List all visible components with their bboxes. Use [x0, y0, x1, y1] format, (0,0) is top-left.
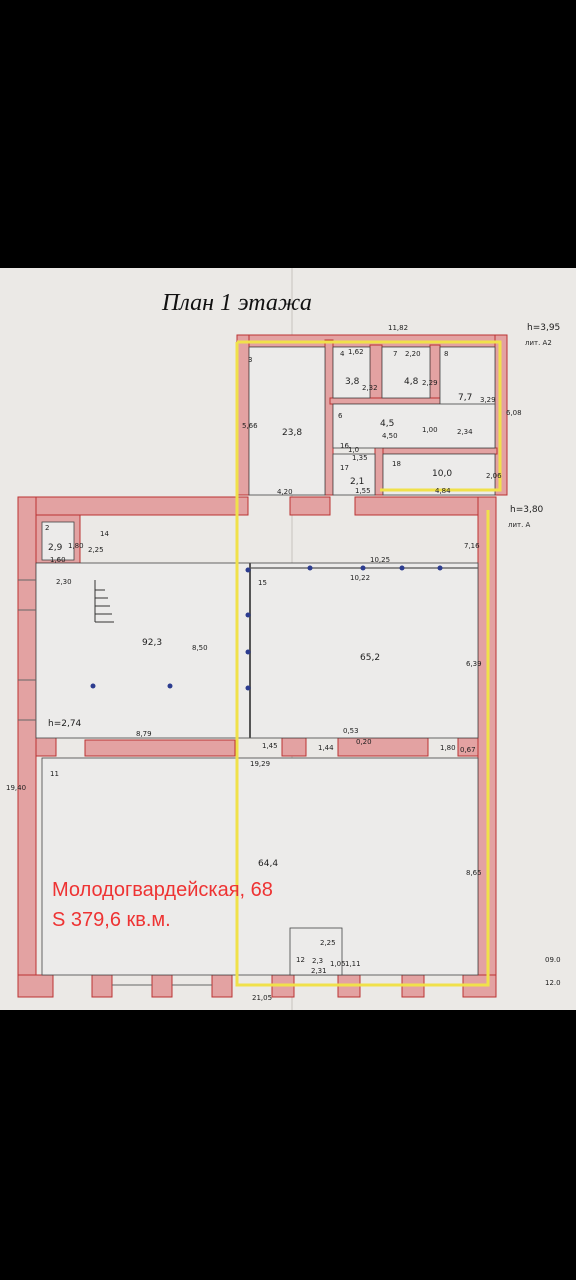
dimension-label: 2,34	[457, 428, 473, 436]
room-number: 2	[45, 524, 49, 532]
dimension-label: 1,80	[68, 542, 84, 550]
dimensions: 11,82 1,62 2,32 2,20 2,29 3,29 6,08 5,66…	[6, 324, 522, 1002]
dimension-label: 8,79	[136, 730, 152, 738]
dimension-label: 1,45	[262, 742, 278, 750]
room-number: 16	[340, 442, 349, 450]
dimension-label: 1,00	[422, 426, 438, 434]
dimension-label: 2,06	[486, 472, 502, 480]
dimension-label: 10,25	[370, 556, 390, 564]
dimension-label: 4,20	[277, 488, 293, 496]
dimension-label: 11,82	[388, 324, 408, 332]
room-area: 1,0	[348, 446, 359, 454]
dimension-label: 1,44	[318, 744, 334, 752]
dimension-label: 1,35	[352, 454, 368, 462]
dimension-label: 7,16	[464, 542, 480, 550]
dimension-label: 2,20	[405, 350, 421, 358]
room-area: 3,8	[345, 377, 360, 387]
dimension-label: 1,80	[440, 744, 456, 752]
dimension-label: 1,05	[330, 960, 346, 968]
room-number: 3	[248, 356, 252, 364]
margin-mark: 09.0	[545, 956, 561, 964]
plan-title: План 1 этажа	[161, 290, 312, 316]
stair-icon	[94, 580, 114, 623]
dimension-label: 2,30	[56, 578, 72, 586]
room-area: 23,8	[282, 428, 302, 438]
height-inner: h=2,74	[48, 719, 82, 729]
dimension-label: 1,60	[50, 556, 66, 564]
room-number: 12	[296, 956, 305, 964]
room-area: 2,1	[350, 477, 364, 487]
room-number: 17	[340, 464, 349, 472]
room-area: 4,8	[404, 377, 419, 387]
room-area: 2,9	[48, 543, 63, 553]
dimension-label: 10,22	[350, 574, 370, 582]
rental-outline	[235, 340, 502, 987]
room-area: 64,4	[258, 859, 278, 869]
room-labels: 2 2,9 3 23,8 4 3,8 7 4,8 8 7,7 6 4,5 16 …	[45, 350, 472, 965]
lit-a2: лит. А2	[525, 339, 552, 347]
room-number: 6	[338, 412, 343, 420]
height-a2: h=3,95	[527, 323, 560, 333]
room-number: 8	[444, 350, 448, 358]
dimension-label: 4,84	[435, 487, 451, 495]
room-number: 4	[340, 350, 345, 358]
dimension-label: 2,25	[88, 546, 104, 554]
room-number: 11	[50, 770, 59, 778]
dimension-label: 1,11	[345, 960, 361, 968]
dimension-label: 4,50	[382, 432, 398, 440]
dimension-label: 3,29	[480, 396, 496, 404]
room-number: 15	[258, 579, 267, 587]
walls	[17, 334, 508, 998]
dimension-label: 2,31	[311, 967, 327, 975]
room-area: 10,0	[432, 469, 452, 479]
dimension-label: 2,25	[320, 939, 336, 947]
dimension-label: 1,62	[348, 348, 364, 356]
dimension-label: 21,05	[252, 994, 272, 1002]
dimension-label: 1,55	[355, 487, 371, 495]
dimension-label: 19,40	[6, 784, 26, 792]
room-number: 18	[392, 460, 401, 468]
area-caption: S 379,6 кв.м.	[52, 909, 171, 931]
room-area: 7,7	[458, 393, 472, 403]
room-area: 4,5	[380, 419, 394, 429]
dimension-label: 6,08	[506, 409, 522, 417]
dimension-label: 2,29	[422, 379, 438, 387]
dimension-label: 8,50	[192, 644, 208, 652]
dimension-label: 19,29	[250, 760, 270, 768]
lit-a: лит. А	[508, 521, 531, 529]
dimension-label: 0,53	[343, 727, 359, 735]
room-fills	[35, 346, 496, 976]
dimension-label: 0,20	[356, 738, 372, 746]
dimension-label: 2,32	[362, 384, 378, 392]
columns	[90, 565, 443, 691]
dimension-label: 8,65	[466, 869, 482, 877]
dimension-label: 5,66	[242, 422, 258, 430]
address-caption: Молодогвардейская, 68	[52, 879, 273, 901]
height-a: h=3,80	[510, 505, 544, 515]
room-area: 92,3	[142, 638, 162, 648]
room-area: 2,3	[312, 957, 323, 965]
dimension-label: 6,39	[466, 660, 482, 668]
room-number: 14	[100, 530, 109, 538]
room-area: 65,2	[360, 653, 380, 663]
room-number: 7	[393, 350, 397, 358]
dimension-label: 0,67	[460, 746, 476, 754]
margin-mark: 12.0	[545, 979, 561, 987]
